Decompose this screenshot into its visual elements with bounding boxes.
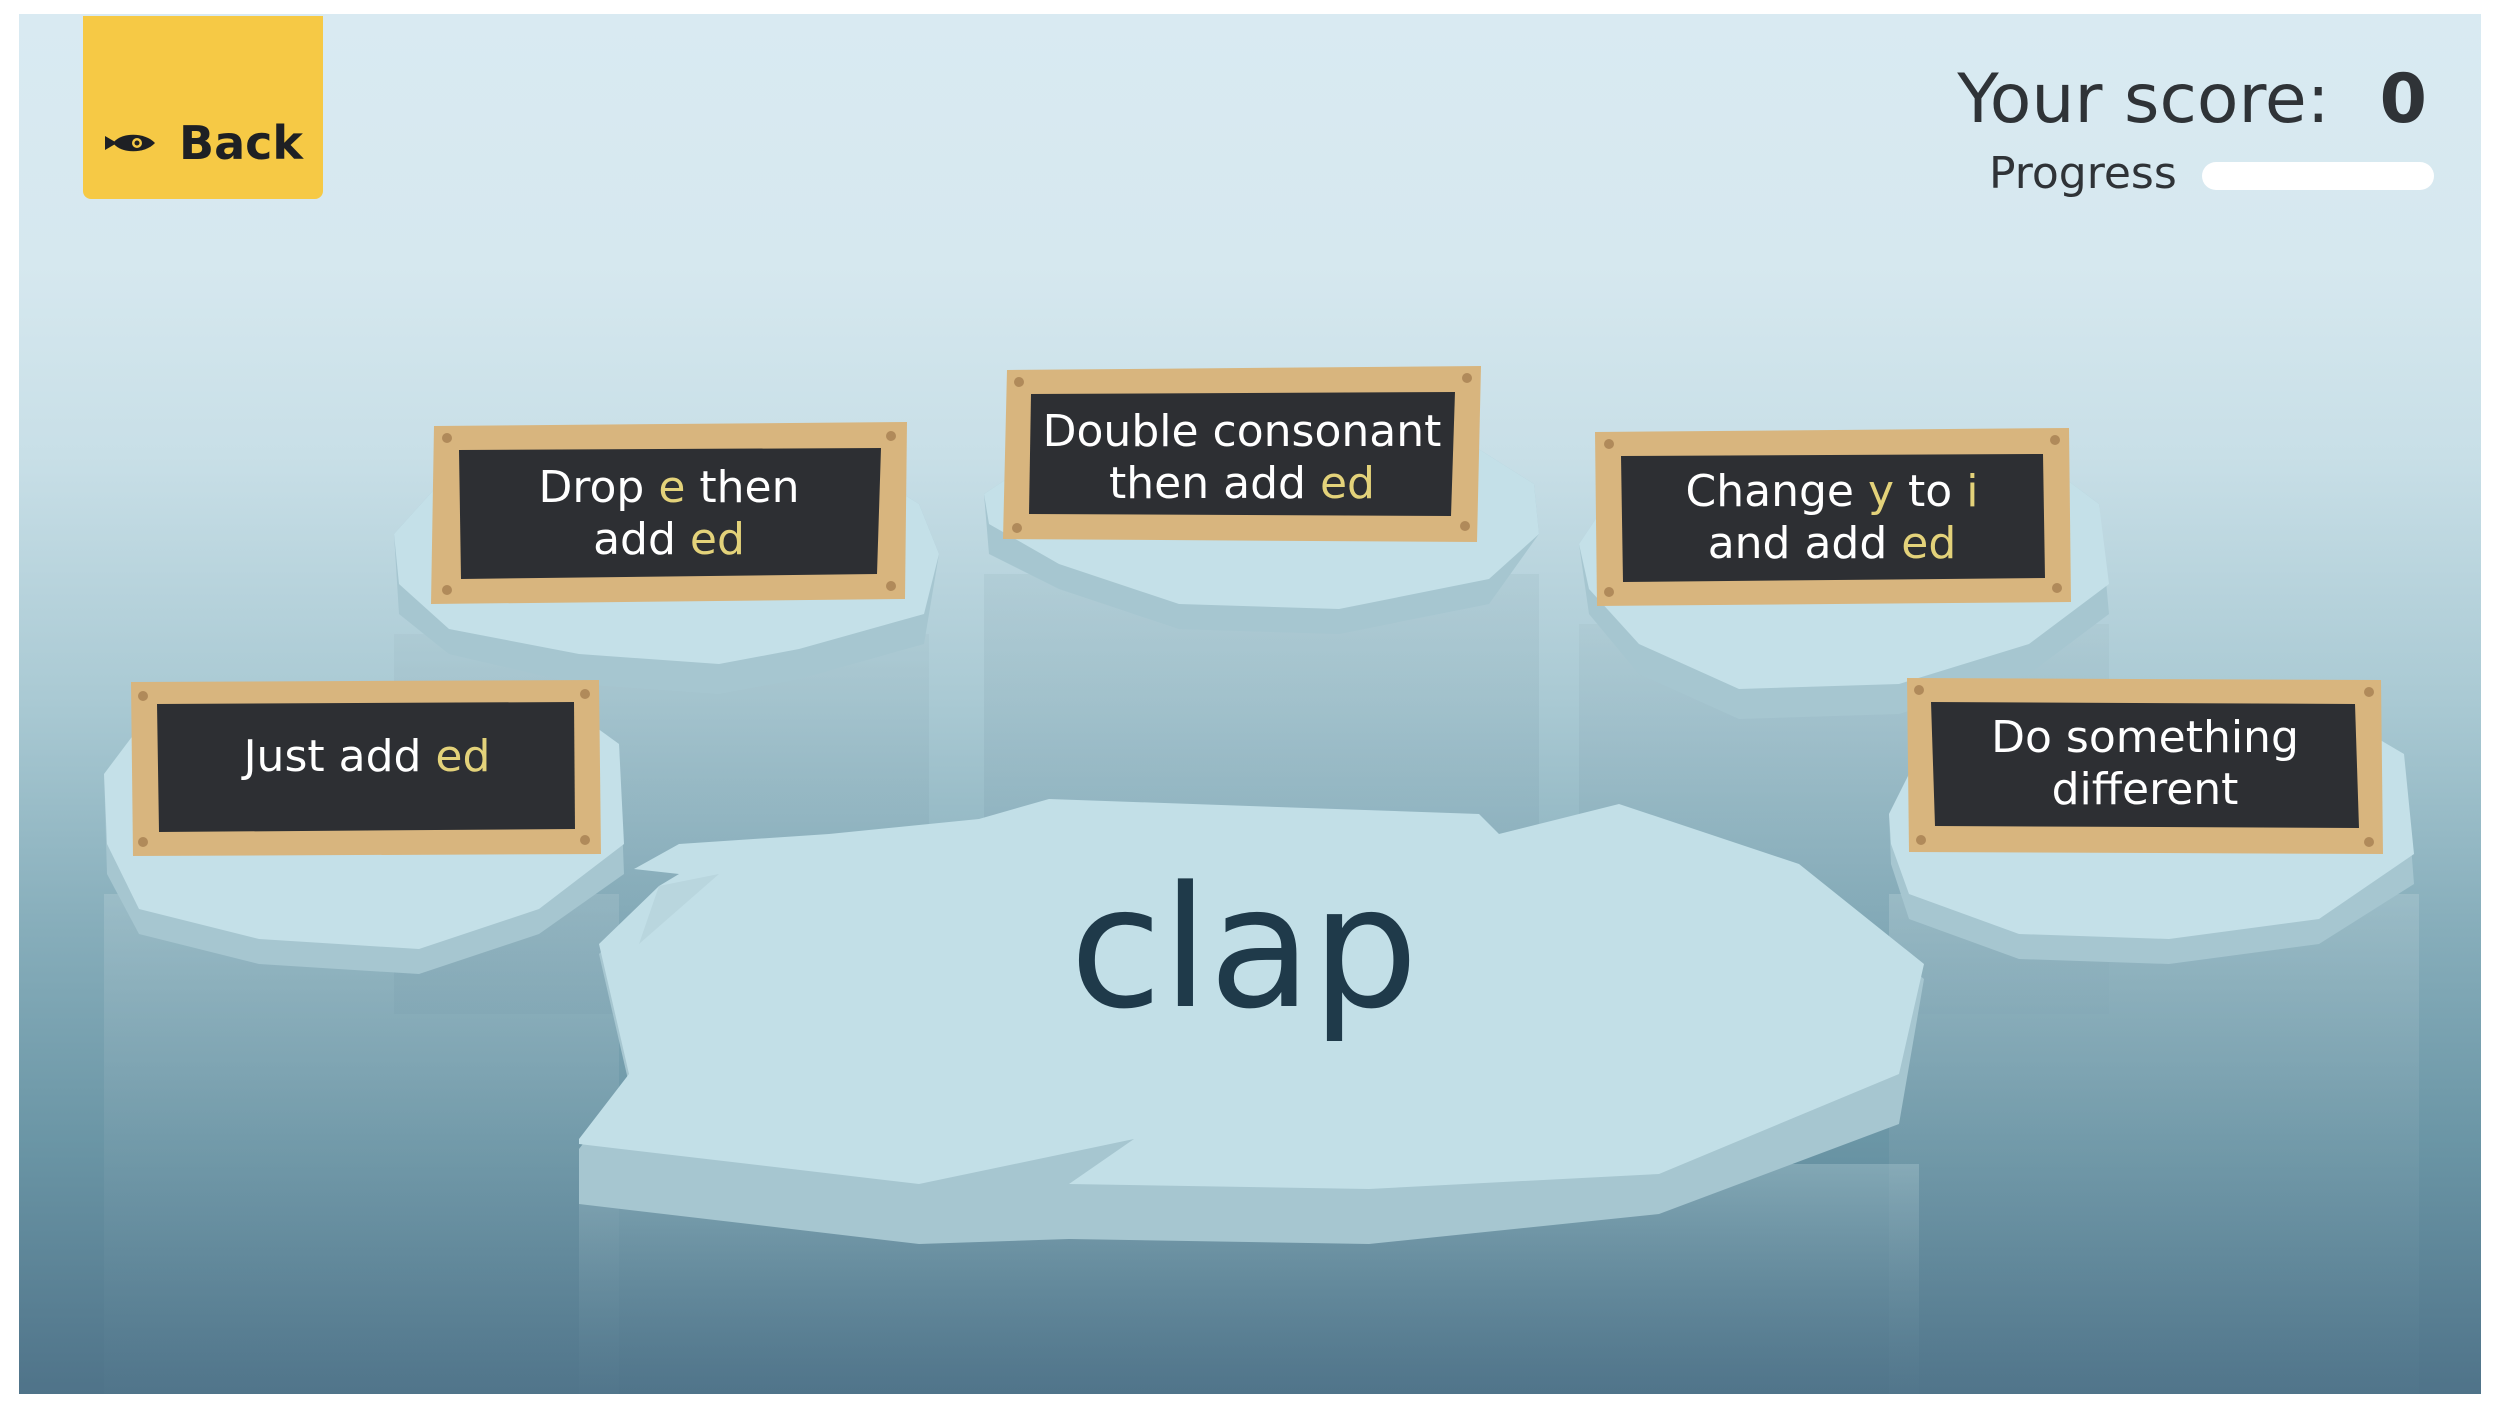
highlighted-letters: i bbox=[1966, 466, 1979, 517]
option-text: to bbox=[1894, 466, 1967, 517]
score-display: Your score: 0 bbox=[1957, 60, 2427, 139]
option-line-2: and add ed bbox=[1621, 518, 2043, 570]
score-value: 0 bbox=[2379, 60, 2427, 139]
highlighted-letters: ed bbox=[1319, 457, 1375, 509]
option-just-add-ed[interactable]: Just add ed bbox=[159, 731, 575, 783]
sign-just-add[interactable] bbox=[131, 680, 601, 856]
back-button-label: Back bbox=[179, 115, 303, 170]
option-line-1: Change y to i bbox=[1621, 466, 2043, 518]
progress-bar bbox=[2202, 162, 2434, 190]
highlighted-letters: e bbox=[658, 462, 686, 513]
option-text: Double consonant bbox=[1042, 406, 1442, 457]
option-line-1: Just add ed bbox=[159, 731, 575, 783]
option-line-1: Do something bbox=[1933, 712, 2357, 764]
sign-drop-e[interactable] bbox=[431, 422, 907, 604]
option-text: add bbox=[593, 513, 690, 565]
central-ice-floe bbox=[579, 799, 1924, 1244]
option-line-1: Double consonant bbox=[1031, 406, 1453, 458]
option-do-something-different[interactable]: Do something different bbox=[1933, 712, 2357, 816]
option-text: Drop bbox=[538, 462, 659, 513]
target-word: clap bbox=[1069, 850, 1419, 1046]
option-line-1: Drop e then bbox=[459, 462, 879, 514]
game-stage: Back Your score: 0 Progress Just add ed D… bbox=[19, 14, 2481, 1394]
option-text: and add bbox=[1707, 517, 1902, 569]
option-text: then add bbox=[1109, 457, 1320, 509]
ice-scene bbox=[104, 366, 2419, 1394]
option-line-2: add ed bbox=[459, 514, 879, 566]
option-drop-e-then-add-ed[interactable]: Drop e then add ed bbox=[459, 462, 879, 566]
option-text: different bbox=[2051, 763, 2239, 815]
progress-label: Progress bbox=[1989, 148, 2177, 199]
option-change-y-to-i-and-add-ed[interactable]: Change y to i and add ed bbox=[1621, 466, 2043, 570]
option-text: Change bbox=[1685, 466, 1868, 517]
sign-change-y[interactable] bbox=[1595, 428, 2071, 606]
option-text: Do something bbox=[1991, 712, 2299, 763]
highlighted-letters: ed bbox=[435, 731, 491, 782]
highlighted-letters: y bbox=[1868, 466, 1895, 517]
sign-double-consonant[interactable] bbox=[1003, 366, 1481, 542]
highlighted-letters: ed bbox=[689, 513, 745, 565]
rocket-icon bbox=[105, 134, 156, 151]
option-line-2: then add ed bbox=[1031, 458, 1453, 510]
back-button[interactable]: Back bbox=[83, 16, 323, 199]
option-text: then bbox=[685, 462, 800, 513]
highlighted-letters: ed bbox=[1901, 517, 1957, 569]
sign-do-something[interactable] bbox=[1907, 678, 2383, 854]
score-label: Your score: bbox=[1957, 60, 2330, 139]
option-double-consonant-then-add-ed[interactable]: Double consonant then add ed bbox=[1031, 406, 1453, 510]
option-text: Just add bbox=[243, 731, 436, 782]
option-line-2: different bbox=[1933, 764, 2357, 816]
